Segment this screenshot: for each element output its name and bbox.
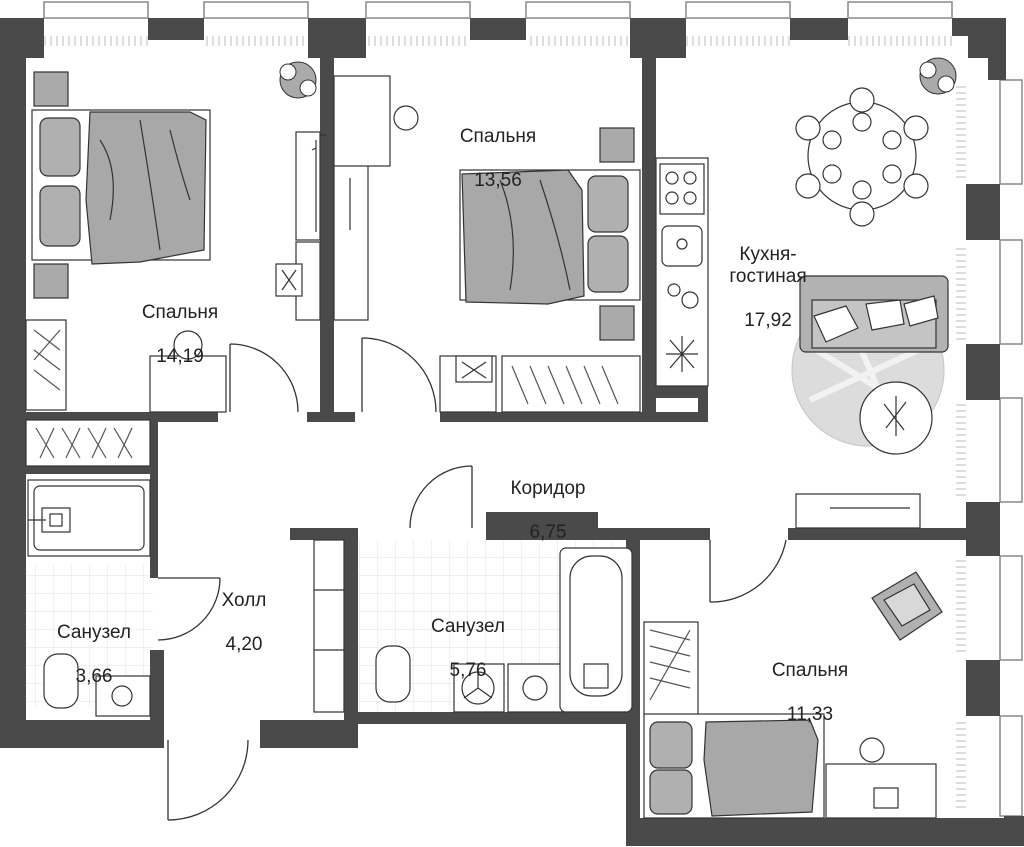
room-label-hall: Холл 4,20	[184, 568, 304, 678]
room-label-bedroom-1: Спальня 14,19	[120, 280, 240, 390]
windows	[43, 1, 1023, 817]
room-name: Холл	[221, 590, 267, 611]
room-name: Санузел	[56, 622, 131, 643]
room-area: 4,20	[225, 634, 263, 655]
room-name: Санузел	[430, 616, 505, 637]
doors	[157, 134, 787, 821]
dining-table	[795, 87, 929, 227]
window-sills	[44, 36, 966, 810]
bathroom-2-fixtures	[313, 539, 633, 713]
plant-icon	[279, 57, 957, 99]
room-name: Спальня	[459, 126, 537, 147]
room-label-bathroom-2: Санузел 5,76	[408, 594, 528, 704]
bedroom-2-furniture	[333, 75, 641, 413]
room-area: 6,75	[529, 522, 567, 543]
room-label-corridor: Коридор 6,75	[488, 456, 608, 566]
bedroom-1-furniture	[25, 71, 227, 467]
room-name: Кухня- гостиная	[729, 244, 807, 287]
room-label-bedroom-2: Спальня 13,56	[438, 104, 558, 214]
room-area: 14,19	[156, 346, 204, 367]
room-label-bathroom-1: Санузел 3,66	[34, 600, 154, 710]
room-name: Спальня	[771, 660, 849, 681]
room-area: 5,76	[449, 660, 487, 681]
room-label-bedroom-3: Спальня 11,33	[750, 638, 870, 748]
walls	[0, 18, 1024, 846]
kitchen-furniture	[655, 157, 709, 387]
wardrobe	[275, 131, 369, 321]
living-furniture	[791, 275, 949, 455]
room-name: Спальня	[141, 302, 219, 323]
room-label-kitchen-living: Кухня- гостиная 17,92	[708, 222, 828, 354]
room-area: 3,66	[75, 666, 113, 687]
bathroom-1-fixtures	[27, 479, 151, 717]
room-area: 13,56	[474, 170, 522, 191]
room-area: 17,92	[744, 310, 792, 331]
room-area: 11,33	[786, 704, 834, 725]
room-name: Коридор	[510, 478, 586, 499]
bedroom-3-furniture	[643, 493, 943, 819]
